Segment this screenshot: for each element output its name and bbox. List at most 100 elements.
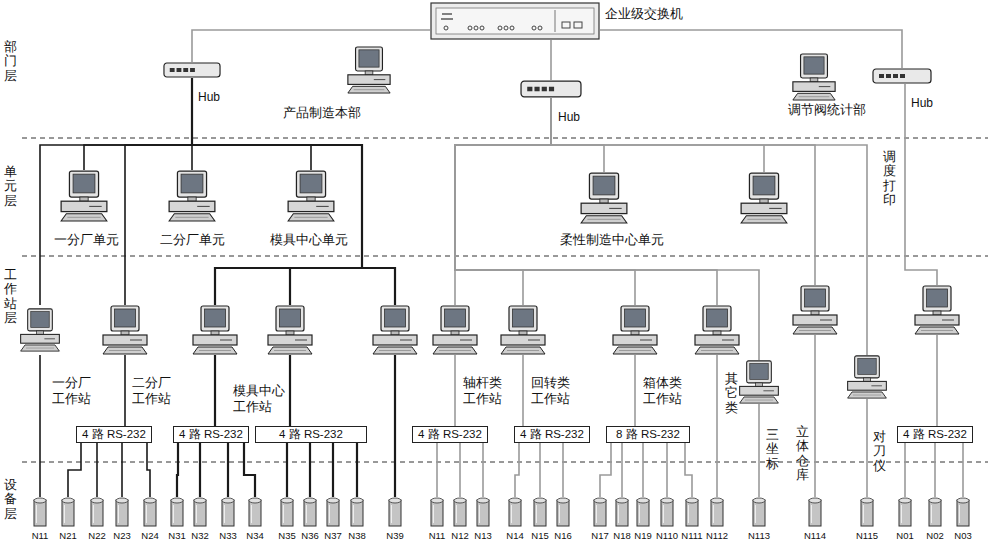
node-label: 企业级交换机 [605,6,683,22]
device-icon: N115 [860,497,874,527]
network-line [600,443,611,497]
computer-icon: 箱体类 工作站 [610,305,660,355]
device-icon: N114 [808,497,822,527]
device-icon: N113 [752,497,766,527]
network-line [454,355,456,426]
network-line [539,443,541,497]
device-icon-graphic [615,497,629,527]
computer-icon-graphic [578,172,630,224]
layer-label: 部门层 [4,40,17,83]
node-label: 模具中心单元 [270,232,348,248]
device-icon-graphic [90,497,104,527]
network-line [309,443,311,497]
computer-icon: 三坐标 [737,360,781,404]
hub-icon: Hub [872,68,932,84]
network-line [68,443,81,497]
device-icon-graphic [956,497,970,527]
node-label: N13 [474,530,491,541]
network-line [40,78,192,305]
network-line [356,443,358,497]
node-label: 三坐标 [766,428,779,471]
serial-box: 4 路 RS-232 [76,426,152,443]
node-label: 产品制造本部 [283,105,361,121]
node-label: 对刀仪 [873,430,886,473]
network-line [459,443,461,497]
layer-divider [22,138,988,462]
switch-icon-graphic [430,2,600,40]
node-label: 柔性制造中心单元 [560,232,664,248]
node-label: N114 [804,530,826,541]
device-icon: N13 [476,497,490,527]
network-line [121,443,123,497]
node-label: N31 [168,530,185,541]
computer-icon: 调度打印 [912,285,962,335]
device-icon-graphic [303,497,317,527]
device-icon: N19 [636,497,650,527]
network-line [455,98,551,305]
device-icon-graphic [476,497,490,527]
node-label: N19 [634,530,651,541]
node-label: 其它类 [725,372,738,415]
computer-icon-graphic [912,285,962,335]
network-line [905,84,937,285]
network-line [455,98,717,305]
network-line [192,78,311,170]
node-label: N39 [386,530,403,541]
network-wire [763,145,765,172]
device-icon-graphic [388,497,402,527]
hub-icon: Hub [520,80,582,98]
node-label: Hub [911,96,933,110]
device-icon-graphic [453,497,467,527]
network-line [814,335,816,497]
computer-icon: 二分厂单元 [166,170,218,222]
node-label: N37 [324,530,341,541]
device-icon: N112 [710,497,724,527]
computer-icon: 调节阀统计部 [790,52,838,102]
node-label: N23 [113,530,130,541]
network-line [716,355,718,497]
network-line [642,443,644,497]
network-line [177,443,178,497]
device-icon-graphic [710,497,724,527]
layer-label: 设备层 [4,478,17,521]
device-icon-graphic [898,497,912,527]
device-icon: N01 [898,497,912,527]
device-icon: N33 [221,497,235,527]
device-icon-graphic [533,497,547,527]
node-label: N17 [591,530,608,541]
hub-icon-graphic [872,68,932,84]
node-label: N02 [926,530,943,541]
device-icon-graphic [33,497,47,527]
device-icon-graphic [170,497,184,527]
computer-icon-graphic [345,45,393,95]
device-icon: N36 [303,497,317,527]
device-icon: N14 [508,497,522,527]
network-line [84,78,192,170]
network-line [550,40,552,80]
network-line [192,30,430,62]
serial-box: 4 路 RS-232 [412,426,488,443]
network-line [436,443,438,497]
device-icon-graphic [752,497,766,527]
network-line [124,355,126,426]
computer-icon: 对刀仪 [845,355,889,399]
network-line [758,404,760,497]
network-line [199,443,201,497]
computer-icon-graphic [845,355,889,399]
node-label: N115 [856,530,878,541]
device-icon: N03 [956,497,970,527]
node-label: N112 [706,530,728,541]
node-label: 二分厂 工作站 [132,375,174,406]
device-icon-graphic [248,497,262,527]
computer-icon-graphic [190,305,240,355]
serial-box: 4 路 RS-232 [897,426,973,443]
network-line [904,443,906,497]
computer-icon-graphic [737,360,781,404]
device-icon: N18 [615,497,629,527]
device-icon-graphic [115,497,129,527]
network-line [551,98,867,355]
network-line [962,443,964,497]
device-icon: N12 [453,497,467,527]
device-icon: N02 [928,497,942,527]
